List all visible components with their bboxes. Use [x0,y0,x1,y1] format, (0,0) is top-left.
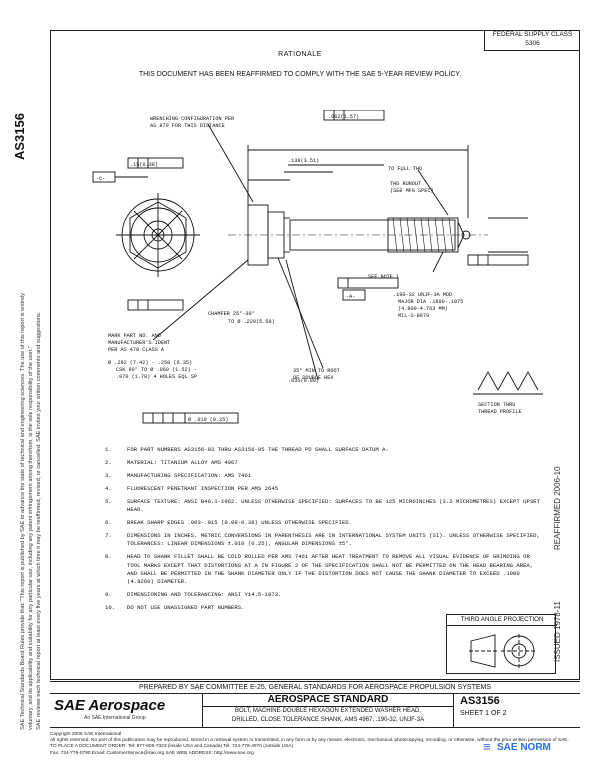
third-angle-projection-title: THIRD ANGLE PROJECTION [447,615,557,626]
svg-text:AS 870 FOR THIS DISTANCE: AS 870 FOR THIS DISTANCE [150,123,225,129]
svg-text:35° MIN TO ROOT: 35° MIN TO ROOT [293,368,340,374]
sae-logo-subtitle: An SAE International Group [84,715,146,721]
svg-text:CSK 90° TO Ø .060 (1.52) -: CSK 90° TO Ø .060 (1.52) - [116,366,197,373]
wrenching-label: WRENCHING CONFIGURATION PER [150,116,234,122]
note-item: 1.FOR PART NUMBERS AS3156-03 THRU AS3156… [105,446,389,453]
svg-text:THREAD PROFILE: THREAD PROFILE [478,409,522,415]
copyright: Copyright 2006 SAE International [50,732,122,737]
svg-text:TO FULL THD: TO FULL THD [388,166,422,172]
prepared-by: PREPARED BY SAE COMMITTEE E-25, GENERAL … [50,681,580,694]
svg-text:THD RUNOUT: THD RUNOUT [390,181,421,187]
svg-text:(4.800-4.763 MM): (4.800-4.763 MM) [398,306,448,312]
svg-text:MANUFACTURER'S IDENT: MANUFACTURER'S IDENT [108,340,170,346]
note-item: 9.DIMENSIONING AND TOLERANCING: ANSI Y14… [105,591,282,599]
legal-note-1: SAE Technical Standards Board Rules prov… [20,292,26,730]
rationale-title: RATIONALE [278,51,322,58]
title-line-2: DRILLED, CLOSE TOLERANCE SHANK, AMS 4967… [231,717,425,723]
note-item: 2.MATERIAL: TITANIUM ALLOY AMS 4967 [105,458,238,466]
note-item: 10.DO NOT USE UNASSIGNED PART NUMBERS. [105,604,245,612]
standard-heading: AEROSPACE STANDARD [203,693,453,707]
svg-text:SECTION THRU: SECTION THRU [478,402,515,408]
standard-title-box: AEROSPACE STANDARD BOLT, MACHINE-DOUBLE … [202,693,454,727]
title-block: SAE Aerospace An SAE International Group… [50,693,580,728]
svg-text:.062(1.57): .062(1.57) [328,114,359,120]
svg-text:MAJOR DIA .1890-.1875: MAJOR DIA .1890-.1875 [398,299,463,305]
footer: Copyright 2006 SAE International All rig… [50,732,590,757]
thread-profile [477,371,539,391]
reaffirmed-date: REAFFIRMED 2006-10 [553,466,562,550]
svg-text:CHAMFER 25°-30°: CHAMFER 25°-30° [208,311,255,317]
svg-text:Ø .292 (7.42) - .250 (6.35): Ø .292 (7.42) - .250 (6.35) [108,359,192,366]
svg-text:OF DOUBLE HEX: OF DOUBLE HEX [293,375,334,381]
notes-list: 1.FOR PART NUMBERS AS3156-03 THRU AS3156… [105,446,545,617]
sheet-number: SHEET 1 OF 2 [460,710,507,717]
bolt-technical-drawing: WRENCHING CONFIGURATION PER AS 870 FOR T… [92,110,543,424]
note-item: 5.SURFACE TEXTURE: ANSI B46.1-1962. UNLE… [105,497,540,514]
order-contact: TO PLACE A DOCUMENT ORDER: Tel: 877-606-… [50,744,294,750]
rights-statement: All rights reserved. No part of this pub… [50,738,569,744]
svg-text:MARK PART NO. AND: MARK PART NO. AND [108,333,161,339]
third-angle-projection-box: THIRD ANGLE PROJECTION [446,614,557,674]
svg-text:.138(3.51): .138(3.51) [288,158,319,164]
note-item: 6.BREAK SHARP EDGES .003-.015 (0.08-0.38… [105,518,352,526]
watermark-icon: ≡ [483,739,491,754]
svg-text:.035(0.89): .035(0.89) [288,378,319,384]
federal-supply-class-value: 5306 [525,40,540,47]
projection-symbol-icon [469,634,537,668]
svg-text:TO Ø .220(5.59): TO Ø .220(5.59) [228,318,275,325]
note-item: 3.MANUFACTURING SPECIFICATION: AMS 7461 [105,471,252,479]
fax-email: Fax: 724-776-0790 Email: CustomerService… [50,750,254,756]
document-frame [50,30,580,680]
doc-number: AS3156 [460,695,500,707]
federal-supply-class-box: FEDERAL SUPPLY CLASS 5306 [484,30,580,51]
svg-text:SEE NOTE 1: SEE NOTE 1 [368,274,399,280]
watermark: SAE NORM [497,742,551,753]
svg-text:.190-32 UNJF-3A MOD: .190-32 UNJF-3A MOD [393,292,452,298]
note-item: 7.DIMENSIONS IN INCHES. METRIC CONVERSIO… [105,531,540,548]
title-line-1: BOLT, MACHINE-DOUBLE HEXAGON EXTENDED WA… [234,708,422,714]
legal-note-2: voluntary, and its applicability and sui… [28,346,34,730]
svg-text:MIL-S-8879: MIL-S-8879 [398,313,429,319]
svg-text:(SEE MFG SPEC): (SEE MFG SPEC) [390,188,434,194]
svg-text:.15(0.38): .15(0.38) [130,162,158,168]
svg-text:PER AS 478 CLASS A: PER AS 478 CLASS A [108,347,165,353]
svg-text:.070 (1.78) 4 HOLES EQL SP: .070 (1.78) 4 HOLES EQL SP [116,374,197,380]
datum-a-label: -A- [346,294,355,300]
note-item: 4.FLUORESCENT PENETRANT INSPECTION PER A… [105,484,279,492]
datum-c-label: -C- [96,176,105,182]
rationale-text: THIS DOCUMENT HAS BEEN REAFFIRMED TO COM… [138,71,462,78]
sae-logo: SAE Aerospace [54,697,166,714]
legal-note-3: SAE reviews each technical report at lea… [36,311,42,730]
federal-supply-class-label: FEDERAL SUPPLY CLASS [492,31,573,38]
side-doc-number: AS3156 [12,113,27,160]
svg-text:Ø .010 (0.25): Ø .010 (0.25) [188,416,228,423]
note-item: 8.HEAD TO SHANK FILLET SHALL BE COLD ROL… [105,553,534,586]
